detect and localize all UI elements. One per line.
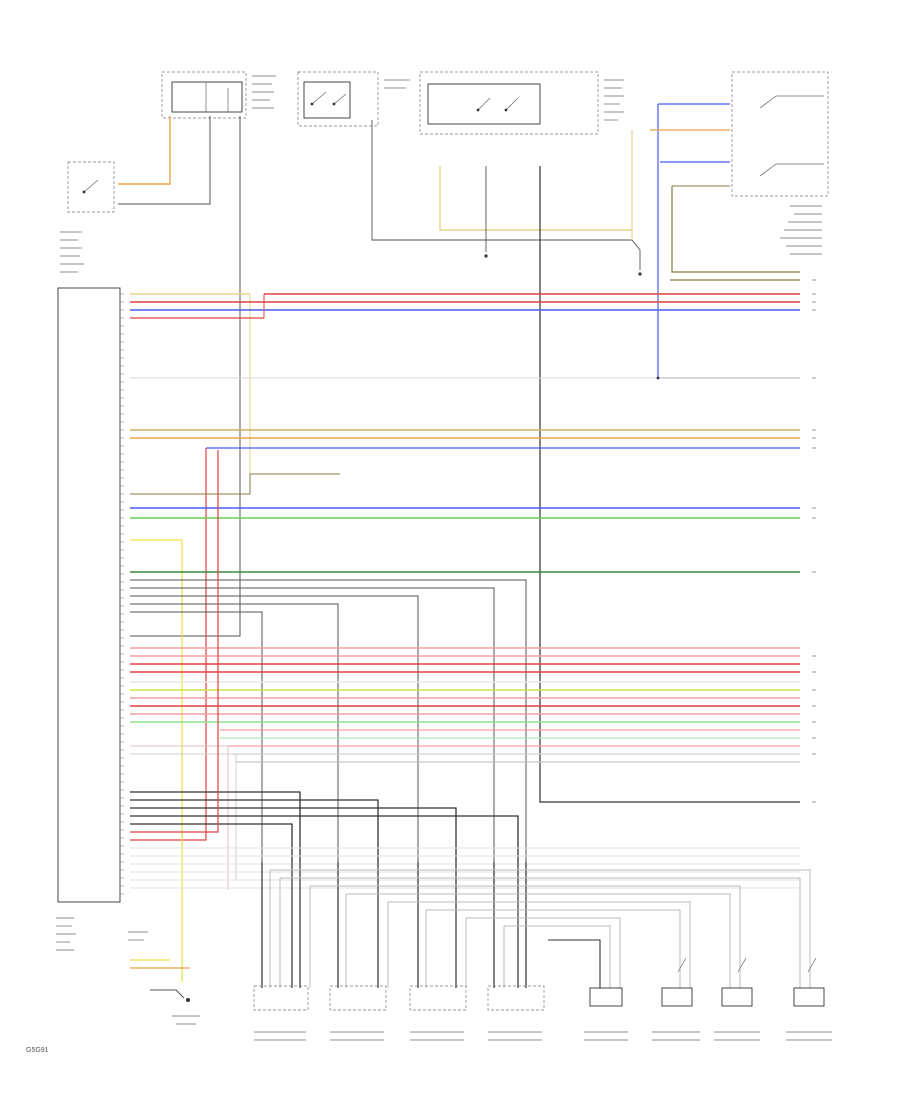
horizontal-bus-wires [130, 279, 800, 982]
ground-symbols [484, 254, 660, 380]
right-terminal-column [812, 279, 816, 803]
fuse-box-right [419, 71, 624, 135]
vertical-feed-wires [118, 103, 800, 803]
relay-label-block [384, 79, 410, 89]
figure-code: G5G91 [26, 1047, 49, 1054]
fuse-box-left [161, 71, 247, 119]
control-module [56, 287, 121, 951]
bottom-harness [261, 862, 811, 988]
fuse-box-center [297, 71, 379, 127]
switch-box-left [60, 161, 115, 273]
bottom-connectors [253, 957, 832, 1041]
module-pin-ticks [120, 293, 124, 895]
switch-box-top-right [731, 71, 829, 255]
ground-switch-bottom-left [128, 931, 200, 1025]
fuse-label-block-1 [252, 75, 276, 109]
